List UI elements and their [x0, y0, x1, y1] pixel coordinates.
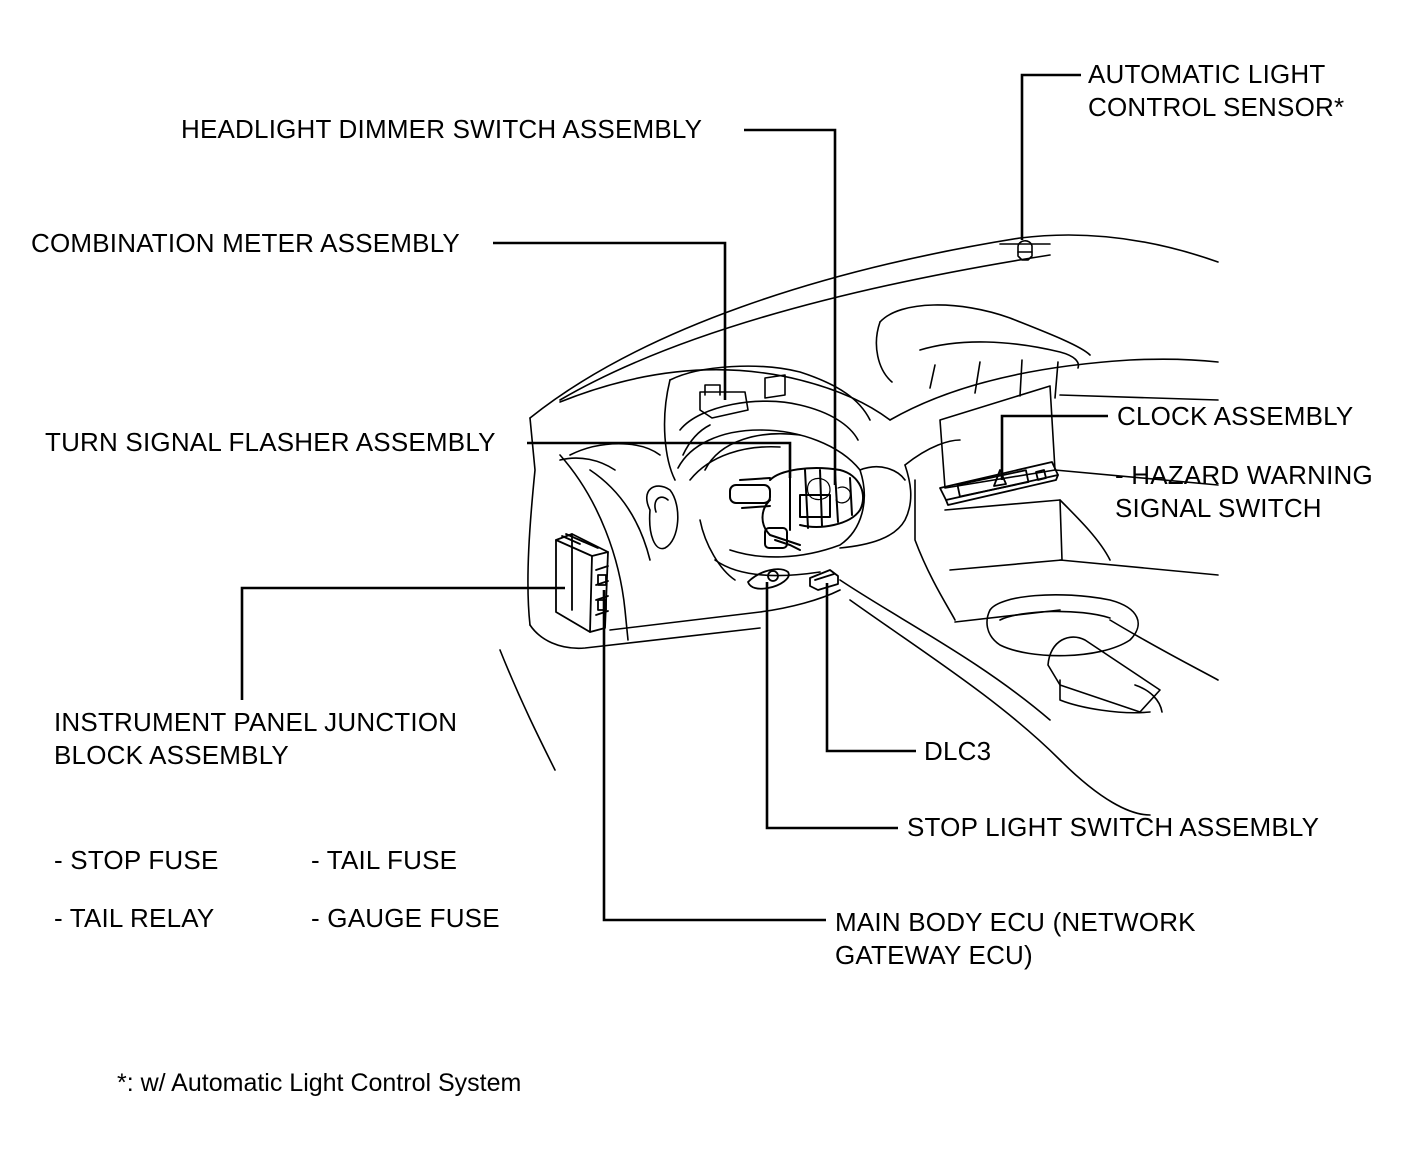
label-turn-signal-flasher: TURN SIGNAL FLASHER ASSEMBLY [45, 427, 496, 457]
label-dlc3: DLC3 [924, 736, 992, 766]
clock-assembly-shape [939, 461, 1059, 506]
item-tail-relay: - TAIL RELAY [54, 903, 215, 933]
label-main-body-ecu-line2: GATEWAY ECU) [835, 940, 1033, 970]
label-stop-light-switch: STOP LIGHT SWITCH ASSEMBLY [907, 812, 1320, 842]
item-gauge-fuse: - GAUGE FUSE [311, 903, 500, 933]
label-auto-light-sensor-line1: AUTOMATIC LIGHT [1088, 59, 1326, 89]
label-ip-junction-block-line1: INSTRUMENT PANEL JUNCTION [54, 707, 458, 737]
label-main-body-ecu: MAIN BODY ECU (NETWORK GATEWAY ECU) [835, 906, 1196, 972]
label-main-body-ecu-line1: MAIN BODY ECU (NETWORK [835, 907, 1196, 937]
item-stop-fuse: - STOP FUSE [54, 845, 219, 875]
label-auto-light-sensor: AUTOMATIC LIGHT CONTROL SENSOR* [1088, 58, 1344, 124]
label-ip-junction-block: INSTRUMENT PANEL JUNCTION BLOCK ASSEMBLY [54, 706, 457, 772]
item-tail-fuse: - TAIL FUSE [311, 845, 458, 875]
junction-block-shape [555, 533, 609, 633]
label-auto-light-sensor-line2: CONTROL SENSOR* [1088, 92, 1345, 122]
leader-lines [240, 73, 1108, 922]
footnote: *: w/ Automatic Light Control System [117, 1069, 522, 1097]
steering-column-switch [729, 467, 865, 551]
label-hazard-switch-line2: SIGNAL SWITCH [1115, 493, 1322, 523]
label-combination-meter: COMBINATION METER ASSEMBLY [31, 228, 460, 258]
dlc3-shape [809, 569, 839, 591]
label-headlight-dimmer: HEADLIGHT DIMMER SWITCH ASSEMBLY [181, 114, 703, 144]
light-sensor-shape [999, 240, 1051, 261]
label-ip-junction-block-line2: BLOCK ASSEMBLY [54, 740, 289, 770]
stop-light-switch-shape [747, 568, 790, 590]
label-clock-assembly: CLOCK ASSEMBLY [1117, 401, 1354, 431]
dashboard-illustration [499, 234, 1219, 816]
label-hazard-switch-line1: - HAZARD WARNING [1115, 460, 1373, 490]
label-hazard-switch: - HAZARD WARNING SIGNAL SWITCH [1115, 459, 1373, 525]
